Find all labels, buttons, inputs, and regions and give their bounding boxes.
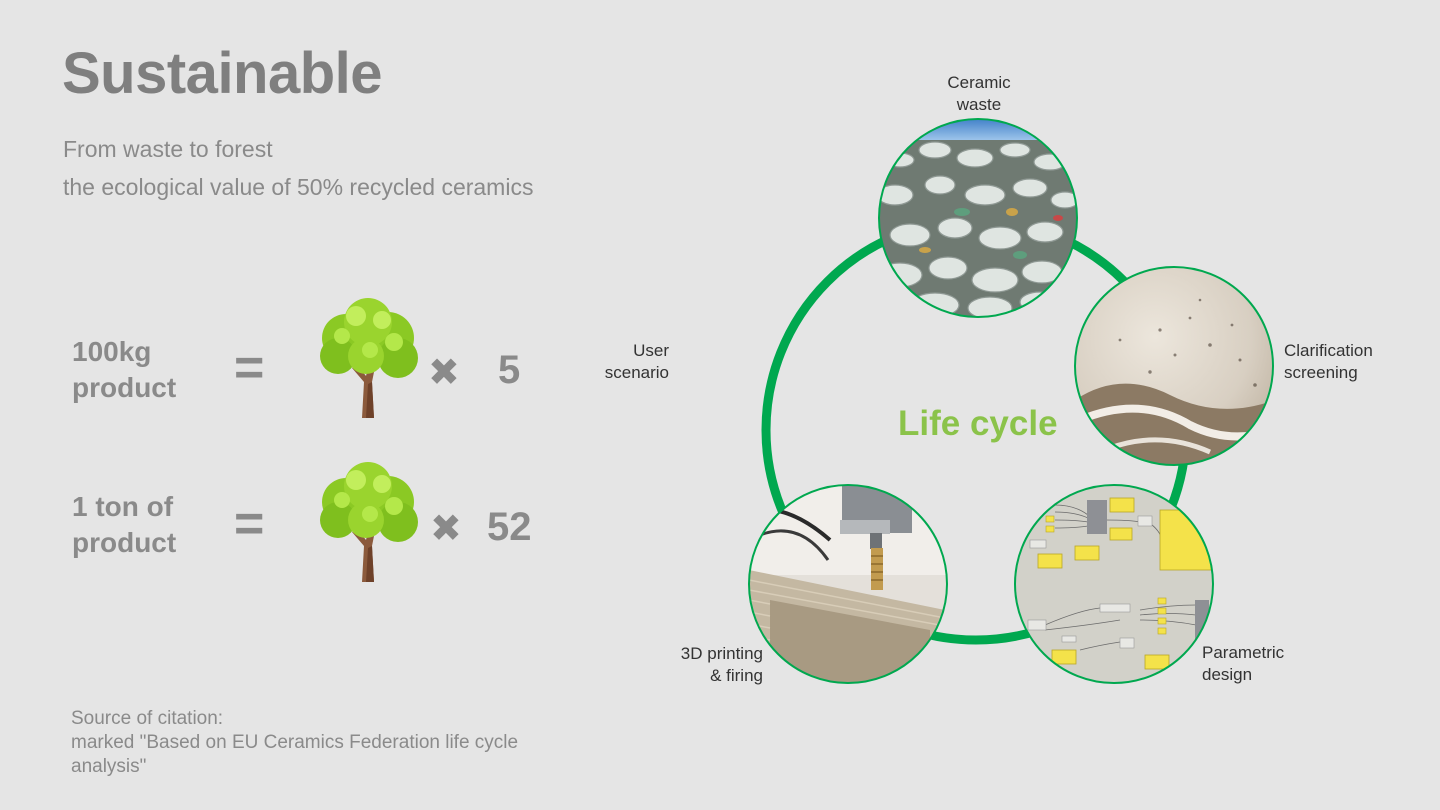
subtitle-line-2: the ecological value of 50% recycled cer…: [63, 174, 534, 200]
equivalence-2-times: ✖: [430, 508, 462, 550]
stage-label-user-scenario: User scenario: [570, 340, 669, 384]
life-cycle-center-label: Life cycle: [898, 404, 1058, 443]
equivalence-1-equals: =: [234, 339, 265, 397]
tree-icon: [320, 298, 418, 418]
tree-icon: [320, 462, 418, 582]
stage-label-line-1: 3D printing: [680, 644, 763, 663]
citation: Source of citation: marked "Based on EU …: [71, 707, 541, 779]
equivalence-1-multiplier: 5: [498, 348, 521, 392]
equivalence-2-equals: =: [234, 495, 265, 553]
stage-label-line-1: User: [633, 341, 669, 360]
stage-label-line-2: screening: [1284, 363, 1358, 382]
stage-label-line-1: Ceramic: [947, 73, 1011, 92]
stage-label-line-1: Clarification: [1284, 341, 1373, 360]
citation-line-1: Source of citation:: [71, 708, 224, 729]
equivalence-1-label-line-2: product: [72, 372, 177, 403]
stage-label-ceramic-waste: Ceramic waste: [929, 72, 1029, 116]
stage-label-clarification-screening: Clarification screening: [1284, 340, 1373, 384]
subtitle-line-1: From waste to forest: [63, 136, 273, 162]
stage-label-line-2: waste: [956, 95, 1002, 114]
equivalence-2-label-line-2: product: [72, 527, 177, 558]
stage-label-line-2: & firing: [710, 666, 763, 685]
equivalence-2-label-line-1: 1 ton of: [72, 491, 174, 522]
stage-label-line-2: scenario: [604, 363, 669, 382]
citation-line-2: marked "Based on EU Ceramics Federation …: [71, 732, 519, 777]
stage-label-line-2: design: [1202, 665, 1253, 684]
equivalence-1-times: ✖: [428, 352, 460, 394]
equivalence-2-multiplier: 52: [487, 505, 532, 549]
equivalence-1-label: 100kg product: [72, 334, 176, 406]
stage-label-line-1: Parametric: [1202, 643, 1285, 662]
equivalence-2-label: 1 ton of product: [72, 489, 176, 561]
equivalence-1-label-line-1: 100kg: [72, 336, 152, 367]
stage-label-parametric-design: Parametric design: [1202, 642, 1284, 686]
page-title: Sustainable: [62, 41, 383, 106]
stage-label-3d-printing-firing: 3D printing & firing: [643, 643, 763, 687]
clay-powder-photo: [1075, 267, 1273, 465]
